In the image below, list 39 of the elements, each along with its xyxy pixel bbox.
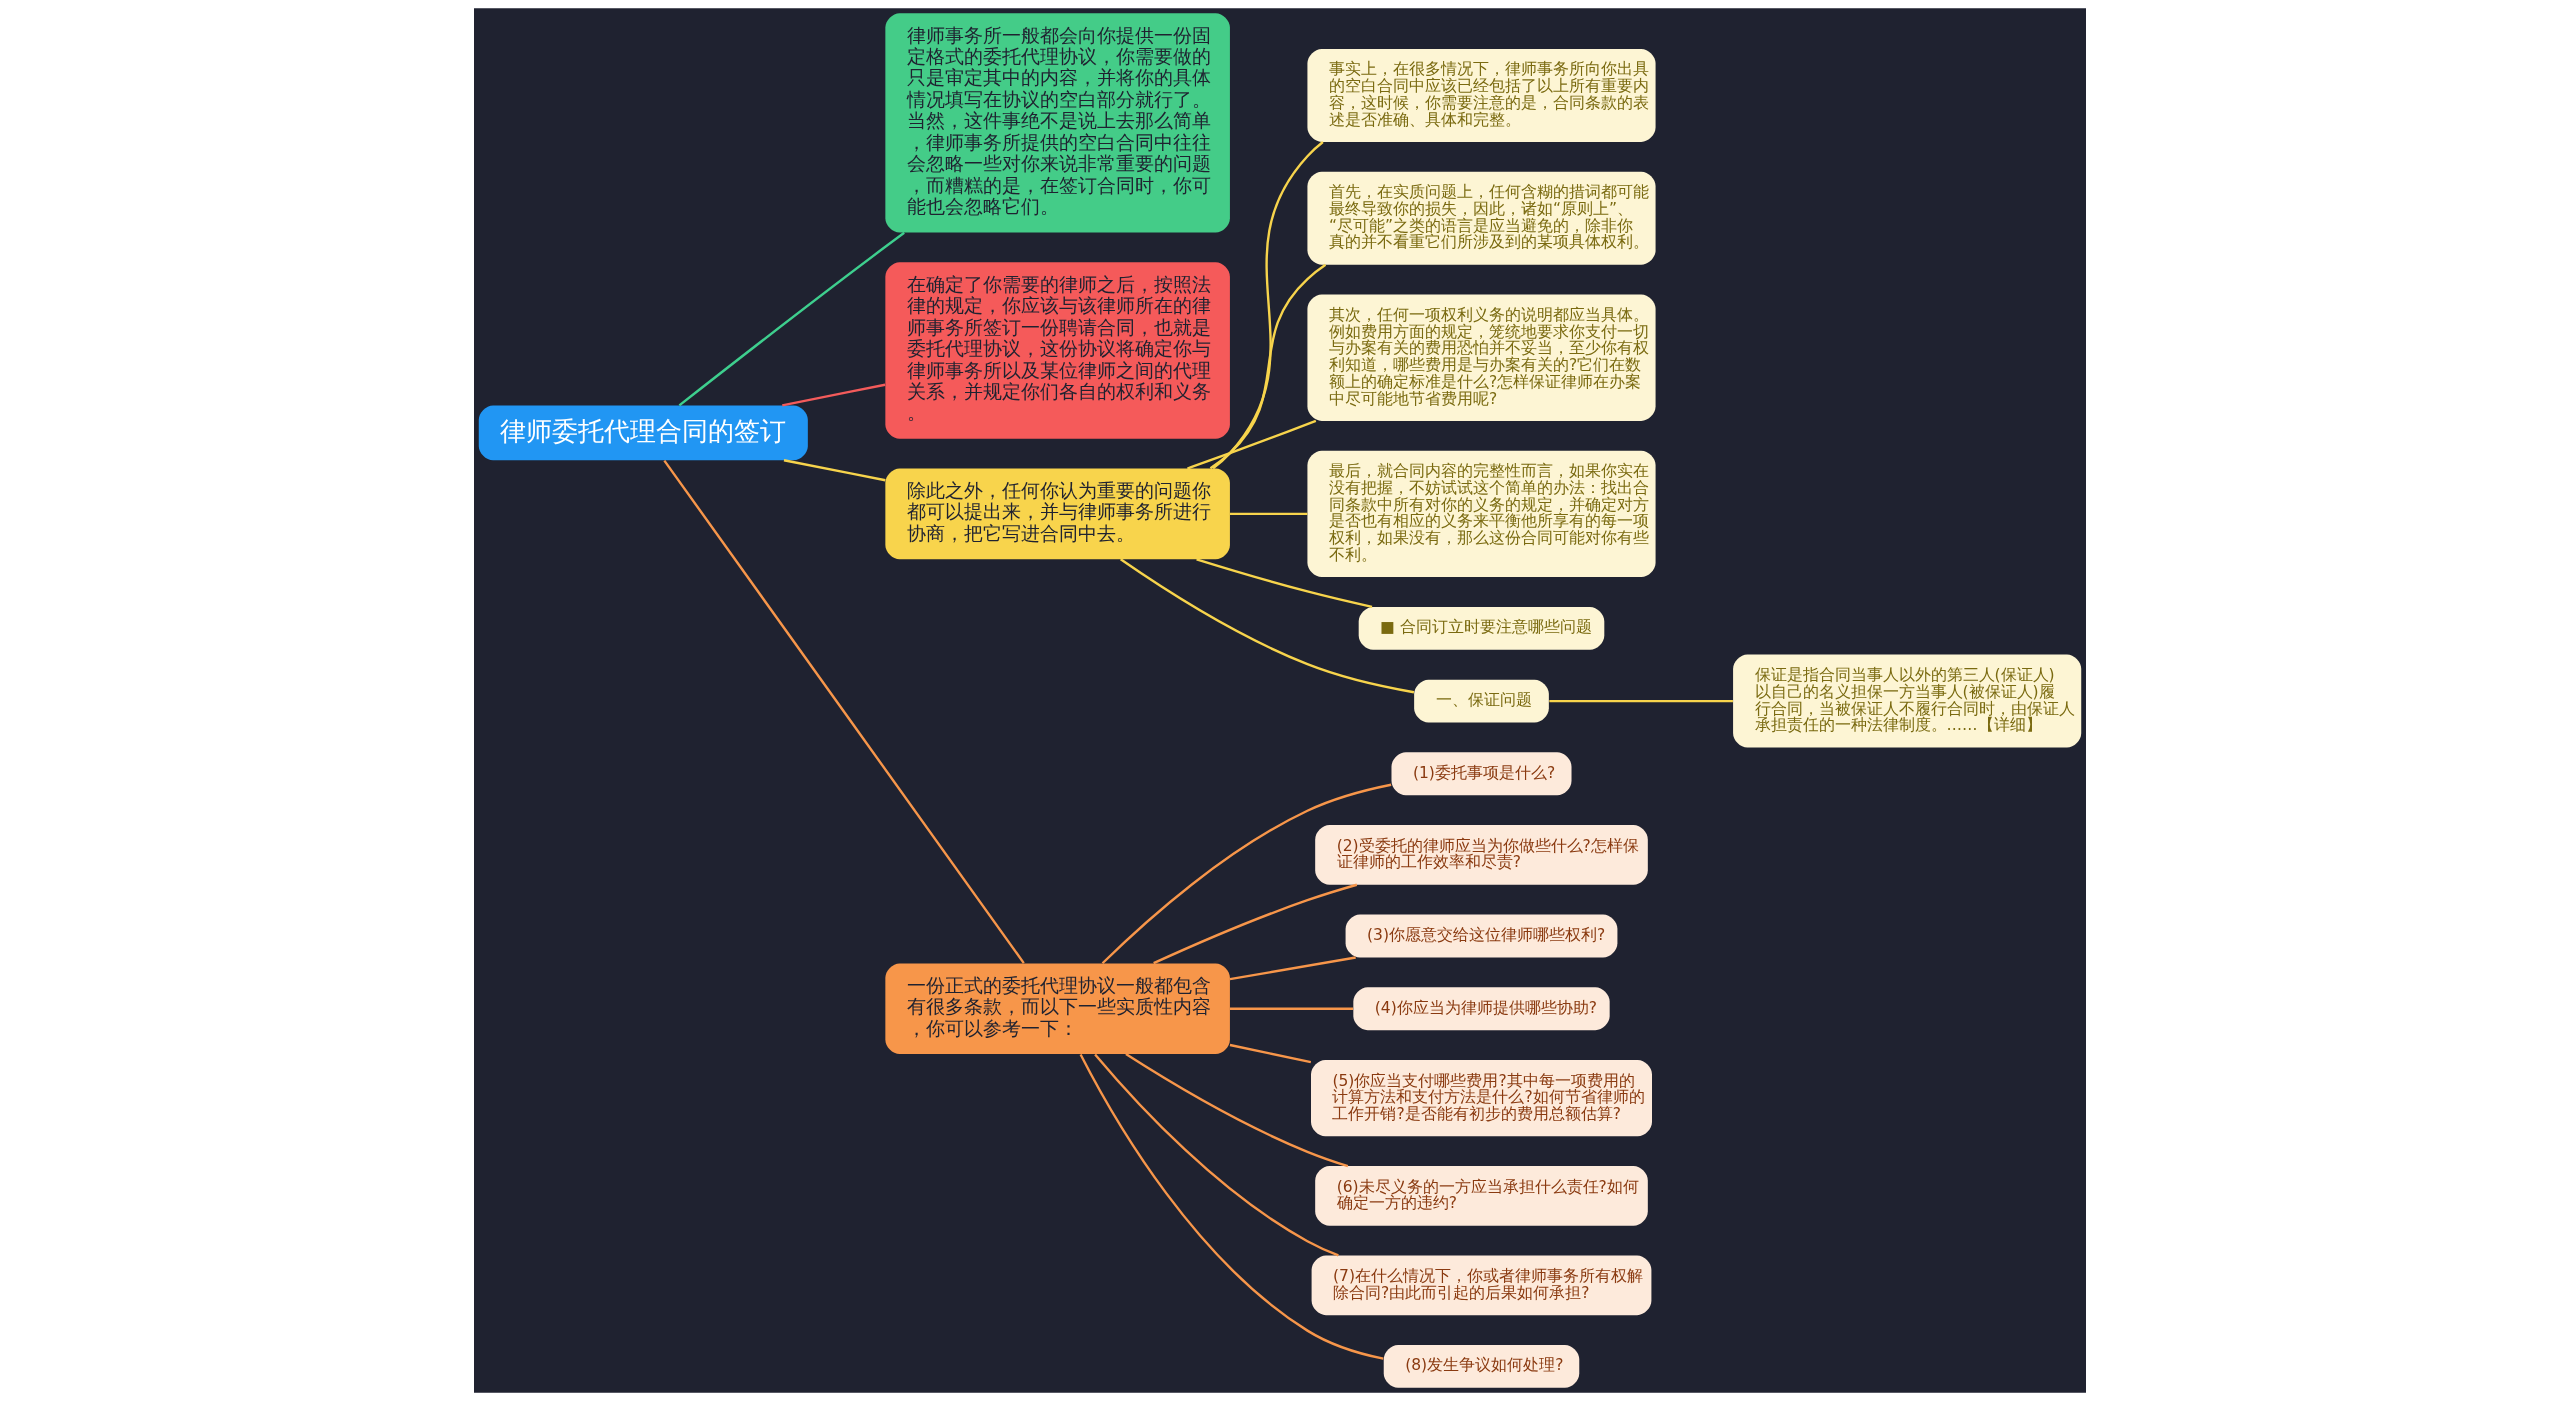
connector bbox=[1229, 512, 1308, 516]
node-box: (3)你愿意交给这位律师哪些权利? bbox=[1345, 914, 1618, 958]
node-box: 律师委托代理合同的签订 bbox=[478, 405, 808, 461]
connector bbox=[1153, 883, 1358, 965]
connector bbox=[1101, 783, 1392, 965]
node-box: (1)委托事项是什么? bbox=[1391, 752, 1572, 796]
connector bbox=[1212, 141, 1324, 470]
node-box: 保证是指合同当事人以外的第三人(保证人)以自己的名义担保一方当事人(被保证人)履行合同，当被保证人不履行合同时，由保证人承担责任的一种法律制度。……【详细】 bbox=[1733, 654, 2082, 748]
connector bbox=[1229, 1007, 1354, 1010]
node-box: (7)在什么情况下，你或者律师事务所有权解除合同?由此而引起的后果如何承担? bbox=[1311, 1255, 1652, 1316]
node-box: 除此之外，任何你认为重要的问题你都可以提出来，并与律师事务所进行协商，把它写进合同中去。 bbox=[885, 468, 1230, 560]
node-box: ■ 合同订立时要注意哪些问题 bbox=[1358, 606, 1605, 650]
node-box: (5)你应当支付哪些费用?其中每一项费用的计算方法和支付方法是什么?如何节省律师的工作开销?是否能有初步的费用总额估算? bbox=[1311, 1060, 1652, 1137]
connector bbox=[1094, 1053, 1339, 1257]
connector bbox=[1229, 1043, 1312, 1064]
node-box: 首先，在实质问题上，任何含糊的措词都可能最终导致你的损失，因此，诸如“原则上”、“尽可能”之类的语言是应当避免的，除非你真的并不看重它们所涉及到的某项具体权利。 bbox=[1307, 171, 1656, 265]
node-box: 律师事务所一般都会向你提供一份固定格式的委托代理协议，你需要做的只是审定其中的内容，并将你的具体情况填写在协议的空白部分就行了。当然，这件事绝不是说上去那么简单，律师事务所提供的空白合同中往往会忽略一些对你来说非常重要的问题，而糟糕的是，在签订合同时，你可能也会忽略它们。 bbox=[885, 13, 1230, 233]
connector bbox=[1209, 263, 1327, 470]
connector bbox=[1125, 1053, 1349, 1168]
node-box: (8)发生争议如何处理? bbox=[1383, 1344, 1580, 1388]
node-box: 一、保证问题 bbox=[1414, 679, 1549, 723]
connector bbox=[1549, 699, 1733, 703]
connector bbox=[1229, 956, 1356, 981]
node-box: 最后，就合同内容的完整性而言，如果你实在没有把握，不妨试试这个简单的办法：找出合同条款中所有对你的义务的规定，并确定对方是否也有相应的义务来平衡他所享有的每一项权利，如果没有，那么这份合同可能对你有些不利。 bbox=[1307, 450, 1656, 578]
connector bbox=[783, 459, 886, 482]
node-box: (4)你应当为律师提供哪些协助? bbox=[1353, 987, 1610, 1031]
connector bbox=[1187, 419, 1317, 470]
node-box: (6)未尽义务的一方应当承担什么责任?如何确定一方的违约? bbox=[1315, 1166, 1648, 1226]
connector bbox=[663, 459, 1025, 964]
node-box: 在确定了你需要的律师之后，按照法律的规定，你应该与该律师所在的律师事务所签订一份聘请合同，也就是委托代理协议，这份协议将确定你与律师事务所以及某位律师之间的代理关系，并规定你们各自的权利和义务。 bbox=[885, 262, 1230, 439]
connector bbox=[1196, 558, 1373, 608]
node-box: 事实上，在很多情况下，律师事务所向你出具的空白合同中应该已经包括了以上所有重要内容，这时候，你需要注意的是，合同条款的表述是否准确、具体和完整。 bbox=[1307, 48, 1656, 142]
node-box: 一份正式的委托代理协议一般都包含有很多条款，而以下一些实质性内容，你可以参考一下： bbox=[885, 963, 1230, 1054]
connector bbox=[1079, 1053, 1384, 1360]
connector bbox=[782, 383, 886, 407]
node-box: (2)受委托的律师应当为你做些什么?怎样保证律师的工作效率和尽责? bbox=[1315, 825, 1648, 885]
connector bbox=[1120, 558, 1415, 694]
connector bbox=[678, 231, 905, 407]
node-box: 其次，任何一项权利义务的说明都应当具体。例如费用方面的规定，笼统地要求你支付一切与办案有关的费用恐怕并不妥当，至少你有权利知道，哪些费用是与办案有关的?它们在数额上的确定标准是什么?怎样保证律师在办案中尽可能地节省费用呢? bbox=[1307, 294, 1656, 421]
